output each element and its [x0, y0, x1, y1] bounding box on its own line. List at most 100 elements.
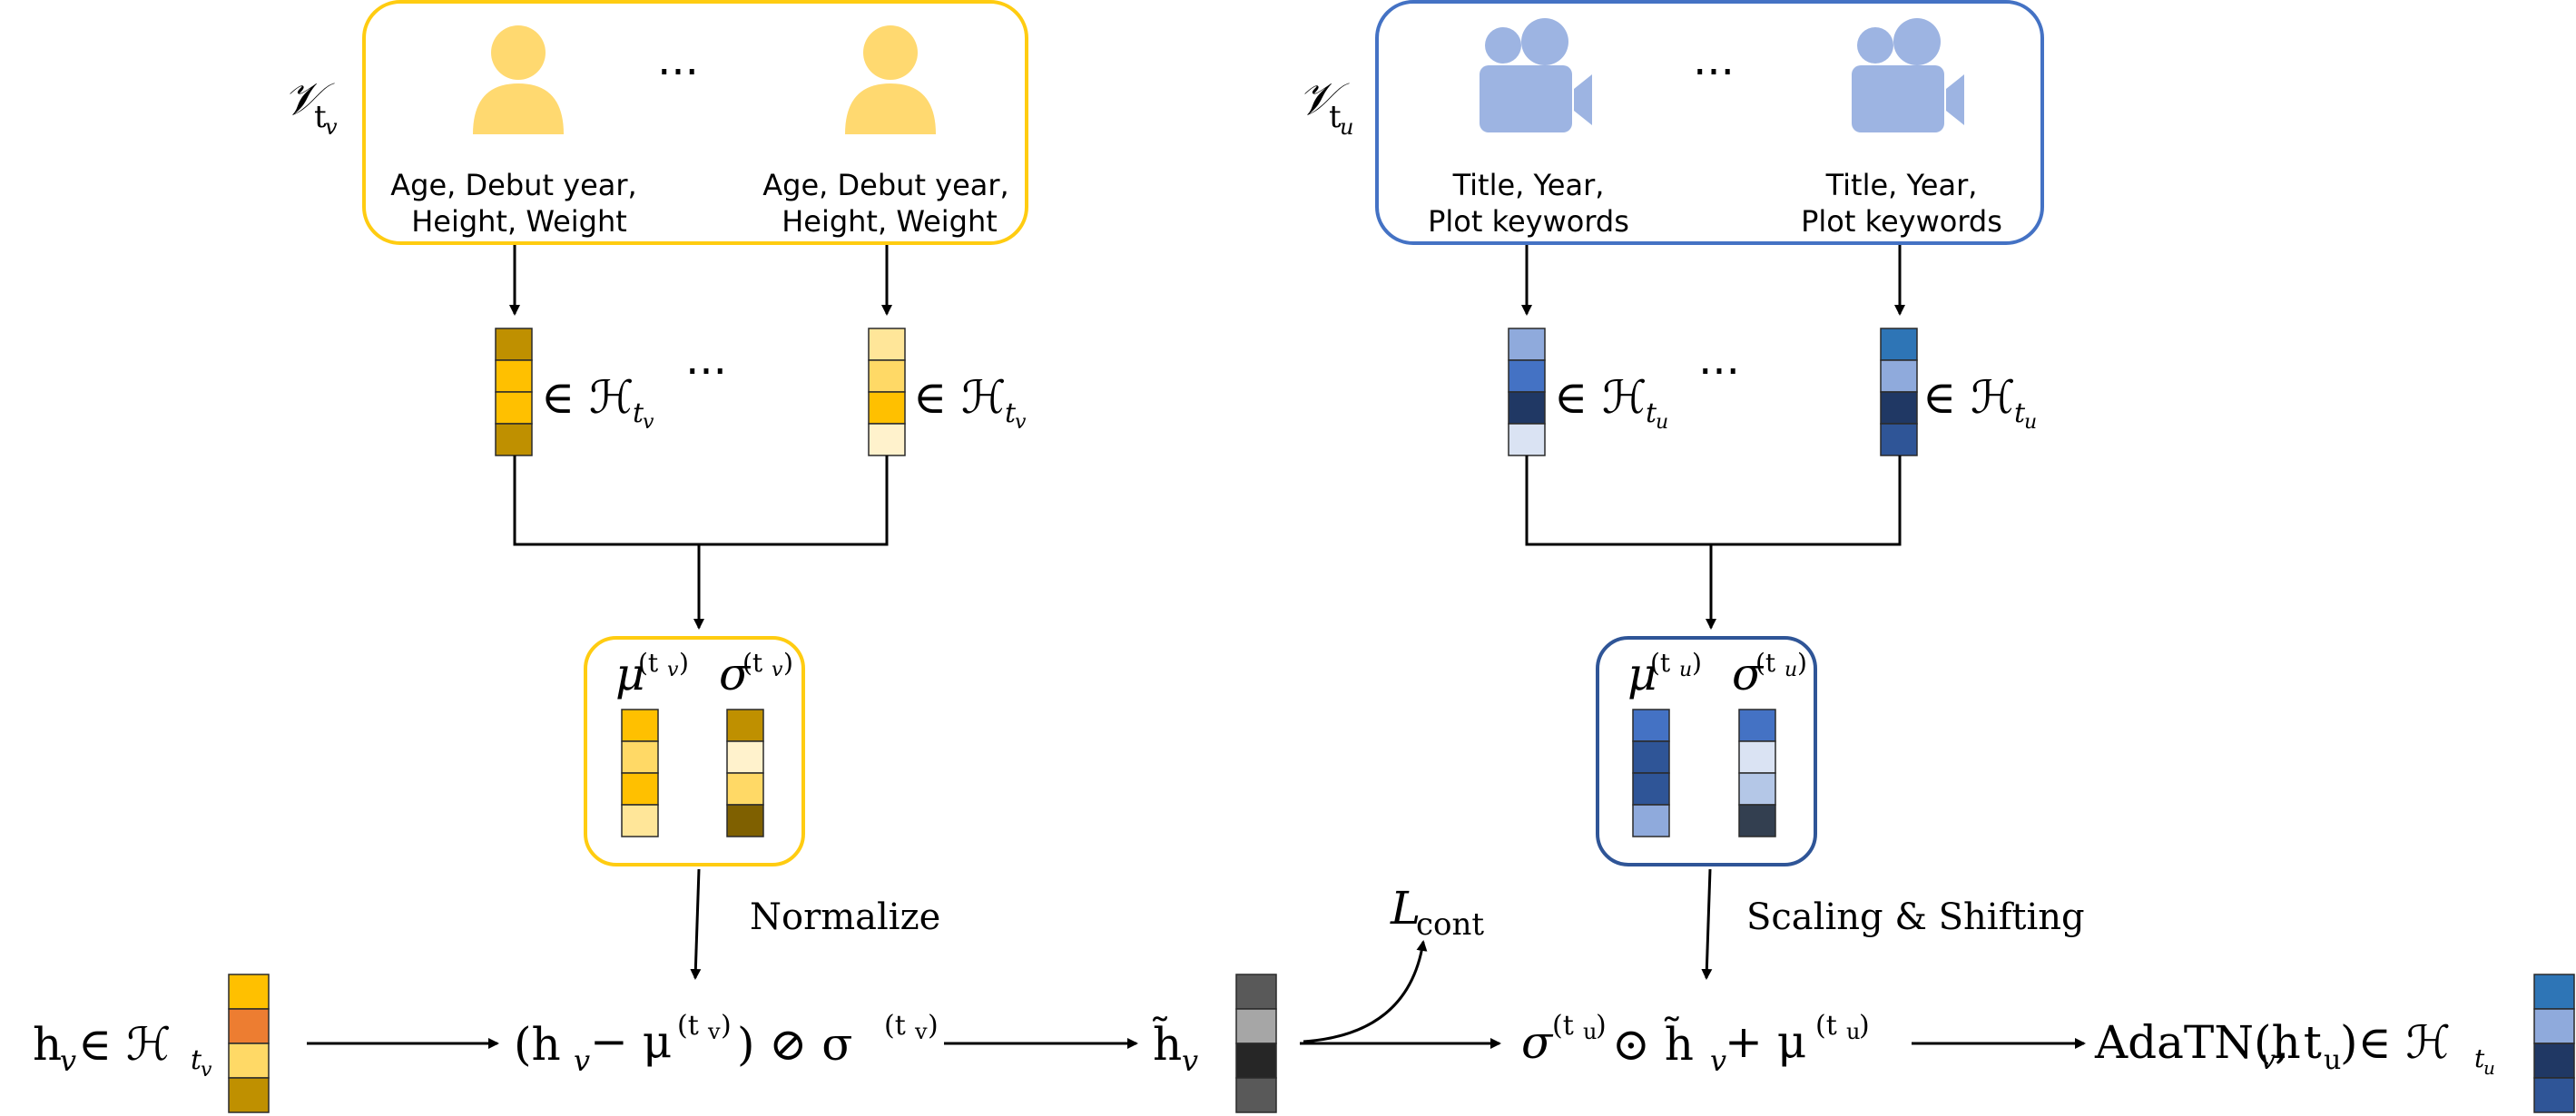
svg-text:− μ: − μ	[590, 1015, 672, 1068]
svg-text:v: v	[2260, 1044, 2276, 1076]
left-stats-box	[584, 636, 805, 866]
vector-cell	[228, 1008, 270, 1044]
svg-text:t: t	[2474, 1043, 2485, 1073]
svg-text:v: v	[643, 411, 654, 434]
vector-cell	[2533, 1077, 2575, 1113]
vector-cell	[495, 391, 533, 425]
svg-text:+ μ: + μ	[1725, 1015, 1806, 1068]
svg-text:v: v	[1182, 1043, 1198, 1078]
svg-text:μ: μ	[1627, 648, 1657, 700]
left-node2-label-line2: Height, Weight	[782, 204, 998, 239]
vector-cell	[1235, 974, 1277, 1010]
svg-text:): )	[783, 648, 793, 678]
left-node1-label-line1: Age, Debut year,	[390, 168, 636, 202]
vector-cell	[495, 423, 533, 456]
right-node2-label-line1: Title, Year,	[1825, 168, 1978, 202]
svg-text:σ: σ	[1732, 648, 1765, 700]
svg-text:): )	[721, 1010, 732, 1042]
vector-cell	[495, 359, 533, 393]
svg-text:⊙ h̃: ⊙ h̃	[1612, 1015, 1694, 1071]
svg-text:) ⊘ σ: ) ⊘ σ	[737, 1018, 852, 1071]
vector-cell	[1235, 1077, 1277, 1113]
svg-text:h̃: h̃	[1153, 1015, 1183, 1071]
right-stats-box	[1596, 636, 1817, 866]
svg-text:∈ ℋ: ∈ ℋ	[541, 371, 634, 424]
left-sigma-vector	[726, 709, 764, 837]
svg-text:σ: σ	[1521, 1016, 1554, 1069]
svg-text:u: u	[2483, 1057, 2495, 1079]
left-set-sub: t	[314, 99, 327, 135]
svg-text:(t: (t	[1552, 1010, 1574, 1042]
right-mu-label: μ (t u )	[1627, 648, 1702, 700]
svg-text:)∈ ℋ: )∈ ℋ	[2340, 1016, 2451, 1069]
svg-text:v: v	[667, 659, 679, 681]
left-mu-label: μ (t v )	[615, 648, 689, 700]
left-set-subsub: v	[325, 114, 338, 140]
left-feature-vector	[495, 328, 533, 456]
svg-text:v: v	[772, 659, 783, 681]
input-embedding-vector	[228, 974, 270, 1113]
right-feature-vector	[1508, 328, 1546, 456]
svg-text:(t: (t	[742, 648, 763, 678]
vector-cell	[621, 740, 659, 774]
input-embedding-label: h v ∈ ℋ t v	[33, 1018, 212, 1082]
svg-text:cont: cont	[1416, 906, 1484, 943]
svg-text:(t: (t	[884, 1010, 906, 1042]
vector-cell	[868, 328, 906, 361]
vector-cell	[1235, 1043, 1277, 1079]
right-node-ellipsis: ···	[1693, 47, 1735, 98]
svg-text:(t: (t	[638, 648, 659, 678]
vector-cell	[1880, 328, 1918, 361]
loss-arrow	[1303, 940, 1428, 1043]
vector-cell	[228, 1077, 270, 1113]
left-feature-vector	[868, 328, 906, 456]
svg-text:(t: (t	[1755, 648, 1776, 678]
svg-text:h: h	[33, 1018, 62, 1071]
svg-text:u: u	[2324, 1044, 2341, 1076]
svg-text:(t: (t	[1650, 648, 1671, 678]
left-membership-label: ∈ ℋ t v	[541, 371, 654, 434]
normalized-embedding-vector	[1235, 974, 1277, 1113]
left-vector-ellipsis: ···	[685, 347, 727, 397]
vector-cell	[726, 709, 764, 742]
vector-cell	[1880, 359, 1918, 393]
vector-cell	[1880, 391, 1918, 425]
right-node1-label-line2: Plot keywords	[1428, 204, 1629, 239]
right-mu-vector	[1632, 709, 1670, 837]
vector-cell	[1508, 423, 1546, 456]
svg-text:L: L	[1390, 882, 1421, 935]
vector-cell	[726, 772, 764, 806]
vector-cell	[1880, 423, 1918, 456]
svg-text:u: u	[1583, 1019, 1597, 1044]
svg-text:u: u	[1785, 659, 1797, 681]
right-node2-label-line2: Plot keywords	[1801, 204, 2002, 239]
svg-text:v: v	[1015, 411, 1027, 434]
svg-text:): )	[679, 648, 689, 678]
svg-text:u: u	[2024, 411, 2037, 434]
svg-text:): )	[1692, 648, 1702, 678]
vector-cell	[726, 804, 764, 837]
vector-cell	[621, 772, 659, 806]
svg-text:u: u	[1679, 659, 1692, 681]
right-vector-ellipsis: ···	[1698, 347, 1740, 397]
svg-text:, t: , t	[2275, 1016, 2322, 1069]
vector-cell	[621, 709, 659, 742]
left-node-set-label: 𝒱 t v	[283, 73, 338, 140]
svg-text:): )	[1859, 1010, 1870, 1042]
vector-cell	[2533, 974, 2575, 1010]
svg-text:t: t	[191, 1044, 202, 1076]
svg-text:(h: (h	[514, 1018, 561, 1071]
svg-text:t: t	[2014, 397, 2026, 429]
output-embedding-vector	[2533, 974, 2575, 1113]
scaling-shifting-label: Scaling & Shifting	[1746, 896, 2085, 938]
vector-cell	[1632, 709, 1670, 742]
svg-text:t: t	[1646, 397, 1657, 429]
vector-cell	[868, 359, 906, 393]
svg-text:v: v	[1710, 1043, 1726, 1078]
svg-text:): )	[928, 1010, 939, 1042]
right-set-sub: t	[1329, 99, 1342, 135]
left-sigma-label: σ (t v )	[719, 648, 793, 700]
vector-cell	[1738, 772, 1776, 806]
svg-text:(t: (t	[1815, 1010, 1837, 1042]
vector-cell	[621, 804, 659, 837]
